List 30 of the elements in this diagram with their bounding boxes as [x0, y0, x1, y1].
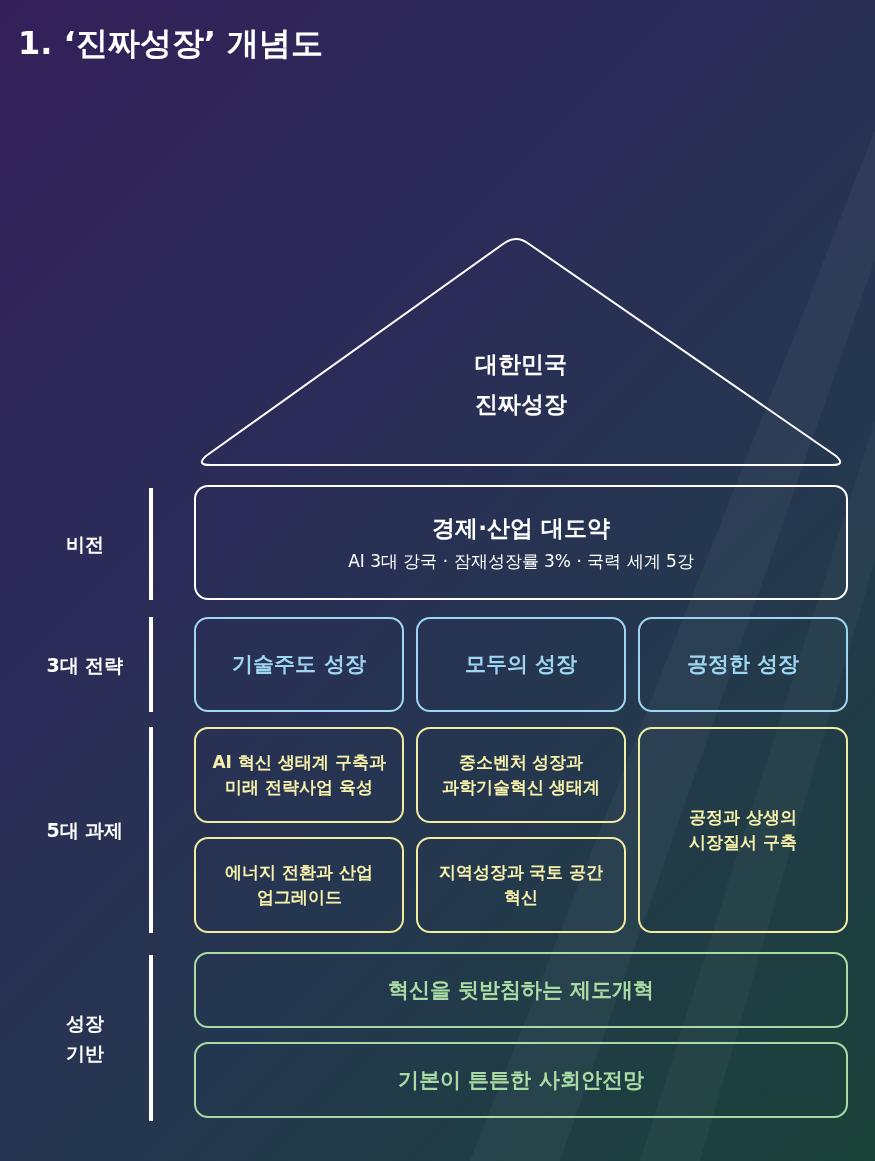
node-title: 에너지 전환과 산업 업그레이드 [224, 861, 374, 909]
section-label: 비전 [65, 532, 105, 557]
task-box [194, 837, 404, 933]
node-title: 혁신을 뒷받침하는 제도개혁 [387, 976, 655, 1004]
task-box [638, 727, 848, 933]
strategy-box [416, 617, 626, 712]
task-box [194, 727, 404, 823]
node-title: 기본이 튼튼한 사회안전망 [398, 1066, 644, 1094]
node-title: 경제·산업 대도약 [432, 513, 610, 543]
vision-box [194, 485, 848, 600]
node-title: 중소벤처 성장과 과학기술혁신 생태계 [440, 751, 602, 799]
strategy-box [638, 617, 848, 712]
strategy-box [194, 617, 404, 712]
node-title: 공정한 성장 [686, 651, 800, 679]
page-title: 1. ‘진짜성장’ 개념도 [18, 23, 323, 64]
section-label: 3대 전략 [45, 652, 125, 678]
section-label: 5대 과제 [45, 818, 125, 843]
node-title: 모두의 성장 [464, 651, 578, 679]
foundation-box [194, 952, 848, 1028]
section-label: 성장 기반 [65, 1010, 105, 1066]
task-box [416, 727, 626, 823]
node-title: AI 혁신 생태계 구축과 미래 전략사업 육성 [211, 751, 387, 799]
node-title: 지역성장과 국토 공간 혁신 [437, 861, 605, 909]
task-box [416, 837, 626, 933]
foundation-box [194, 1042, 848, 1118]
node-title: 공정과 상생의 시장질서 구축 [688, 806, 798, 854]
node-subtitle: AI 3대 강국 · 잠재성장률 3% · 국력 세계 5강 [348, 549, 694, 573]
node-title: 기술주도 성장 [232, 651, 366, 679]
node-title: 대한민국 진짜성장 [474, 350, 568, 420]
roof-triangle [200, 236, 842, 468]
